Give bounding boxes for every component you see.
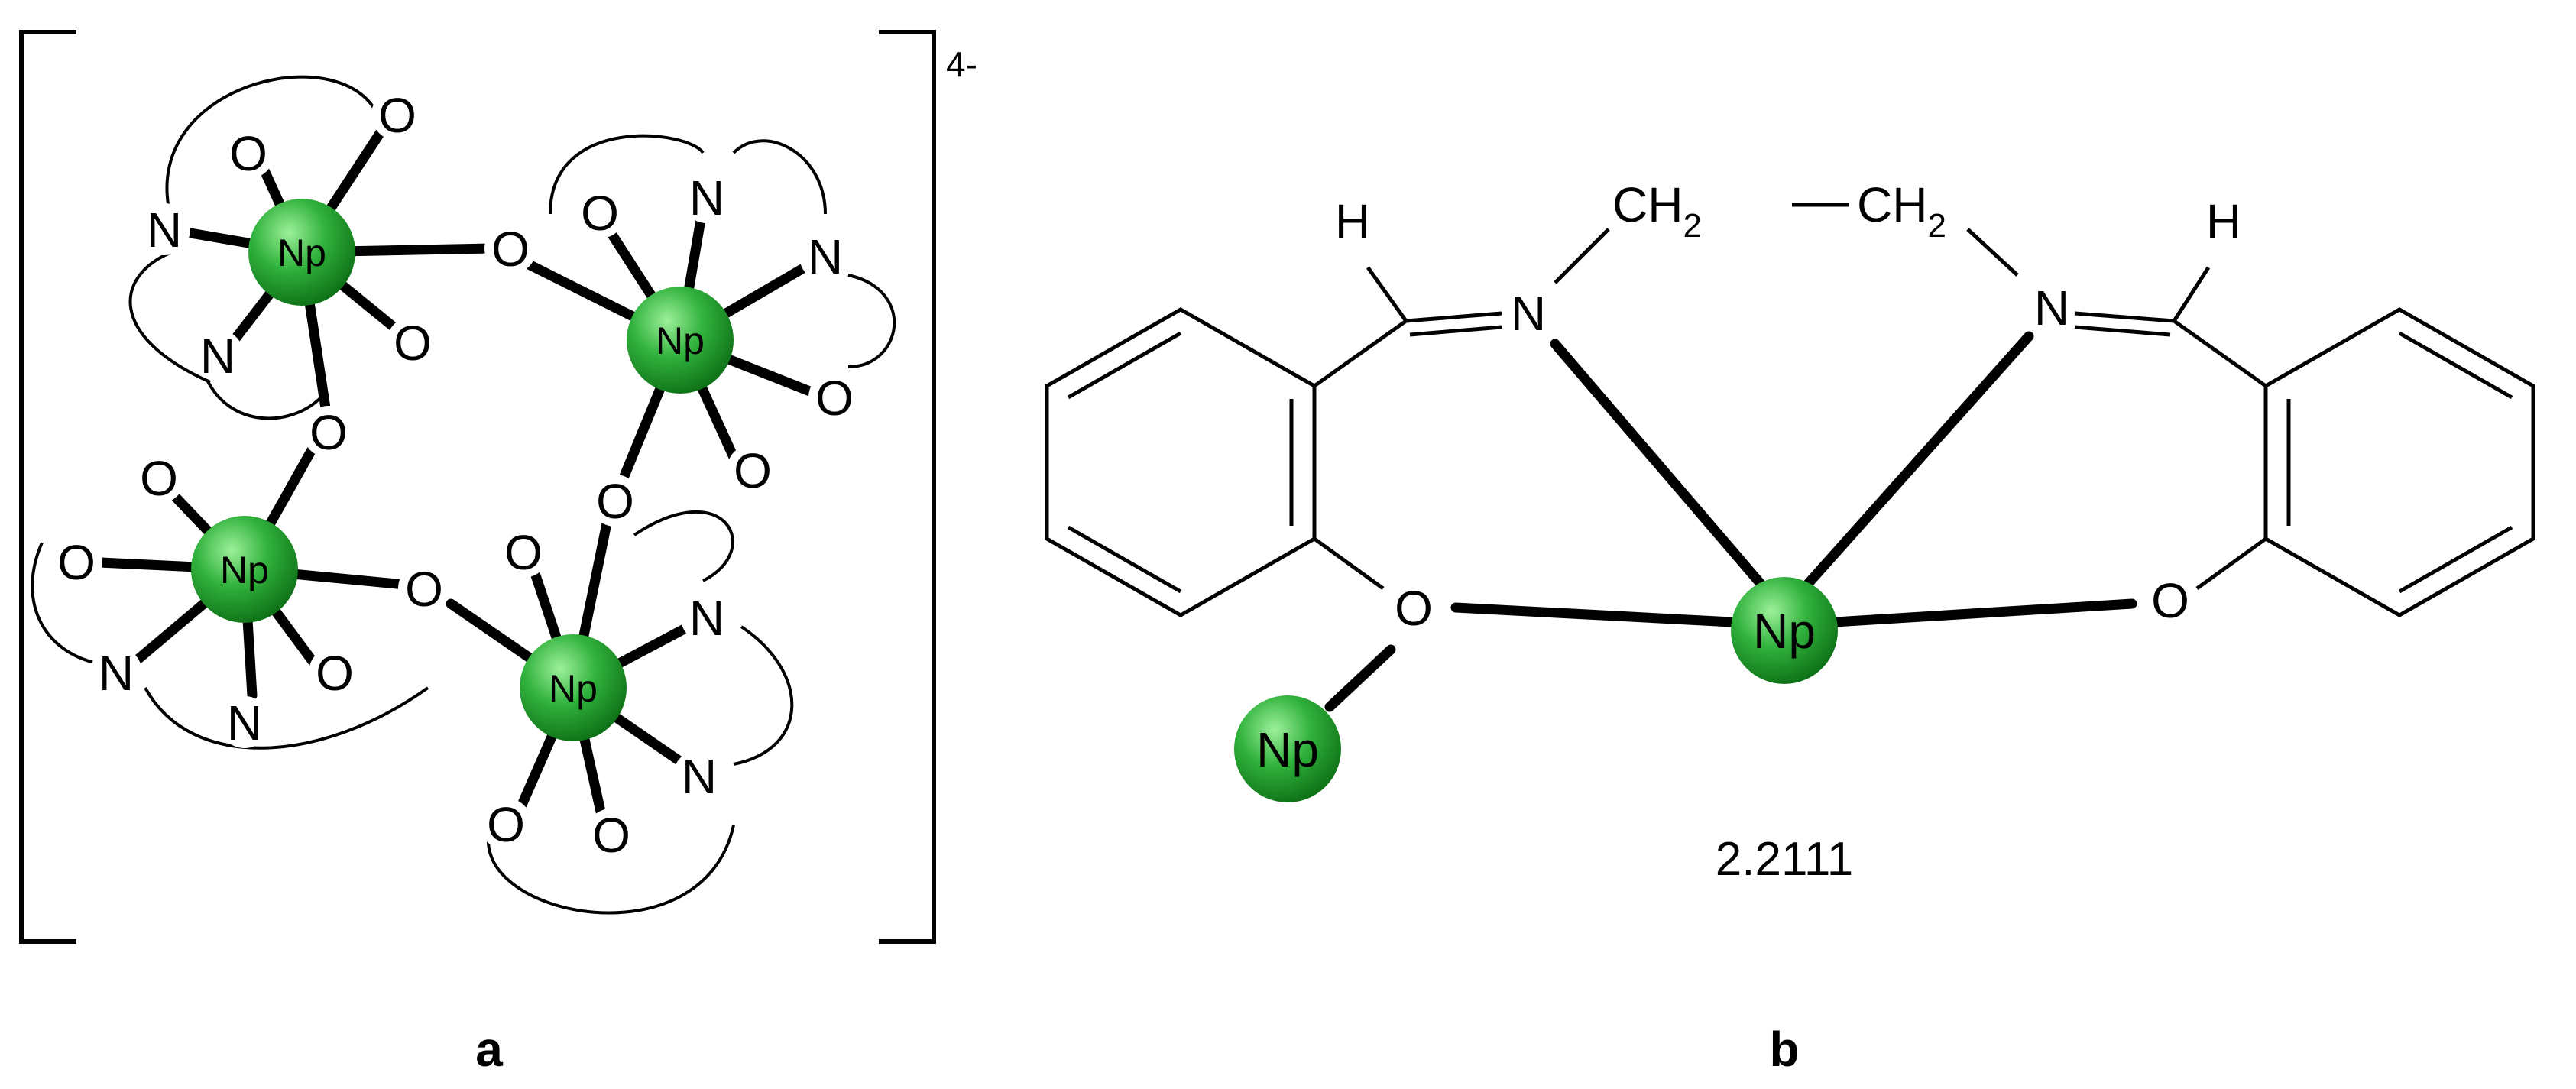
panel-a: 4- xyxy=(19,30,977,1077)
oxygen-label: O xyxy=(229,126,267,181)
nitrogen-label: N xyxy=(1511,286,1546,341)
complex-charge: 4- xyxy=(946,44,977,84)
panel-b: Np Np H H N N O O CH2 CH2 2.2111 b xyxy=(1045,177,2535,1077)
oxygen-label: O xyxy=(378,88,416,143)
oxygen-label: O xyxy=(487,797,525,852)
np-centers-a xyxy=(191,199,734,741)
np-label: Np xyxy=(549,667,598,710)
atom-labels-b: H H N N O O xyxy=(1335,194,2241,636)
oxygen-label: O xyxy=(504,525,543,580)
nitrogen-label: N xyxy=(227,695,262,750)
np-ball xyxy=(1234,695,1341,802)
oxygen-label: O xyxy=(405,562,443,617)
nitrogen-label: N xyxy=(682,749,717,804)
compound-number: 2.2111 xyxy=(1716,833,1853,886)
np-ball xyxy=(191,516,298,623)
nitrogen-label: N xyxy=(808,229,843,284)
hydrogen-label: H xyxy=(1335,194,1370,249)
np-labels-a: Np Np Np Np xyxy=(220,232,705,710)
np-bonds xyxy=(79,125,831,831)
panel-b-caption: b xyxy=(1769,1022,1799,1077)
atom-labels-a: O O N N O O N O N O O O O O O N N O O O … xyxy=(50,88,860,863)
oxygen-label: O xyxy=(316,646,354,701)
right-benzene-ring xyxy=(2263,307,2535,617)
nitrogen-label: N xyxy=(689,591,724,646)
oxygen-label: O xyxy=(2151,573,2189,628)
ligand-bonds xyxy=(1313,203,2267,591)
hydrogen-label: H xyxy=(2206,194,2241,249)
oxygen-label: O xyxy=(491,222,530,277)
oxygen-label: O xyxy=(57,535,96,590)
np-label: Np xyxy=(220,549,269,591)
chelate-arcs xyxy=(31,75,896,915)
np-label: Np xyxy=(1753,604,1816,659)
ch2-labels: CH2 CH2 xyxy=(1612,177,1946,245)
ch2-group: CH2 xyxy=(1857,177,1946,245)
oxygen-label: O xyxy=(1395,581,1433,636)
oxygen-label: O xyxy=(394,316,432,371)
np-ball xyxy=(1731,577,1838,684)
left-bracket xyxy=(19,30,76,944)
ch2-group: CH2 xyxy=(1612,177,1702,245)
oxygen-label: O xyxy=(140,451,178,506)
left-benzene-ring xyxy=(1045,307,1317,617)
nitrogen-label: N xyxy=(147,203,182,258)
oxygen-label: O xyxy=(309,405,348,460)
np-label: Np xyxy=(277,232,326,274)
nitrogen-label: N xyxy=(200,329,235,384)
oxygen-label: O xyxy=(734,443,772,498)
nitrogen-label: N xyxy=(689,170,724,225)
np-label: Np xyxy=(656,319,705,362)
nitrogen-label: N xyxy=(99,646,134,701)
np-ball xyxy=(627,287,734,394)
np-label: Np xyxy=(1256,722,1319,777)
np-ball xyxy=(520,634,627,741)
oxygen-label: O xyxy=(592,808,630,863)
oxygen-label: O xyxy=(596,474,634,529)
oxygen-label: O xyxy=(581,186,619,241)
panel-a-caption: a xyxy=(475,1022,503,1077)
np-bonds-b xyxy=(1324,331,2137,712)
oxygen-label: O xyxy=(815,371,854,426)
np-ball xyxy=(248,199,355,306)
nitrogen-label: N xyxy=(2034,280,2069,335)
right-bracket xyxy=(879,30,936,944)
